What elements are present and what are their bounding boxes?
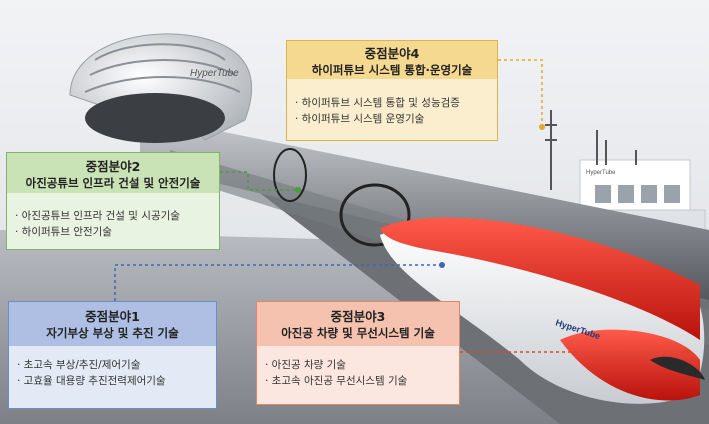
focus-area-1-subtitle: 자기부상 부상 및 추진 기술: [46, 326, 179, 340]
focus-area-2-item: · 하이퍼튜브 안전기술: [15, 226, 112, 238]
focus-area-3-subtitle: 아진공 차량 및 무선시스템 기술: [281, 326, 435, 340]
svg-text:HyperTube: HyperTube: [586, 170, 616, 176]
focus-area-4-items: · 하이퍼튜브 시스템 통합 및 성능검증 · 하이퍼튜브 시스템 운영기술: [295, 95, 491, 127]
connector-dot-area1: [439, 262, 445, 268]
connector-area1: [114, 264, 442, 301]
focus-area-4-item: · 하이퍼튜브 시스템 통합 및 성능검증: [295, 97, 460, 109]
connector-dot-area3: [685, 349, 691, 355]
focus-area-3-header: 중점분야3 아진공 차량 및 무선시스템 기술: [257, 302, 459, 346]
focus-area-1-items: · 초고속 부상/추진/제어기술 · 고효율 대용량 추진전력제어기술: [17, 357, 210, 389]
focus-area-1-header: 중점분야1 자기부상 부상 및 추진 기술: [9, 302, 216, 346]
focus-area-2-subtitle: 아진공튜브 인프라 건설 및 안전기술: [25, 176, 201, 190]
focus-area-3-title: 중점분야3: [330, 309, 386, 324]
hypertube-station-icon: HyperTube: [69, 33, 253, 143]
focus-area-3-item: · 초고속 아진공 무선시스템 기술: [265, 375, 408, 387]
focus-area-4-title: 중점분야4: [364, 46, 420, 61]
focus-area-4-subtitle: 하이퍼튜브 시스템 통합·운영기술: [311, 63, 473, 77]
focus-area-2-items: · 아진공튜브 인프라 건설 및 시공기술 · 하이퍼튜브 안전기술: [15, 208, 213, 240]
focus-area-3-item: · 아진공 차량 기술: [265, 359, 346, 371]
hypertube-train-icon: HyperTube: [380, 217, 705, 404]
focus-area-2-header: 중점분야2 아진공튜브 인프라 건설 및 안전기술: [7, 153, 219, 193]
focus-area-4-box: 중점분야4 하이퍼튜브 시스템 통합·운영기술 · 하이퍼튜브 시스템 통합 및…: [286, 40, 498, 141]
focus-area-2-item: · 아진공튜브 인프라 건설 및 시공기술: [15, 210, 180, 222]
focus-area-2-box: 중점분야2 아진공튜브 인프라 건설 및 안전기술 · 아진공튜브 인프라 건설…: [6, 152, 220, 250]
focus-area-2-title: 중점분야2: [85, 159, 141, 174]
focus-area-4-item: · 하이퍼튜브 시스템 운영기술: [295, 113, 425, 125]
focus-area-4-header: 중점분야4 하이퍼튜브 시스템 통합·운영기술: [287, 41, 497, 79]
connector-area2: [220, 171, 298, 191]
focus-area-1-item: · 고효율 대용량 추진전력제어기술: [17, 375, 166, 387]
svg-text:HyperTube: HyperTube: [190, 68, 239, 79]
focus-area-1-item: · 초고속 부상/추진/제어기술: [17, 359, 141, 371]
connector-dot-area4: [539, 124, 545, 130]
connector-area4: [498, 59, 543, 125]
connector-dot-area2: [295, 187, 301, 193]
focus-area-1-box: 중점분야1 자기부상 부상 및 추진 기술 · 초고속 부상/추진/제어기술 ·…: [8, 301, 217, 409]
tube-rings: [273, 148, 411, 247]
focus-area-1-title: 중점분야1: [85, 309, 140, 324]
focus-area-3-box: 중점분야3 아진공 차량 및 무선시스템 기술 · 아진공 차량 기술 · 초고…: [256, 301, 460, 405]
focus-area-3-items: · 아진공 차량 기술 · 초고속 아진공 무선시스템 기술: [265, 357, 453, 389]
